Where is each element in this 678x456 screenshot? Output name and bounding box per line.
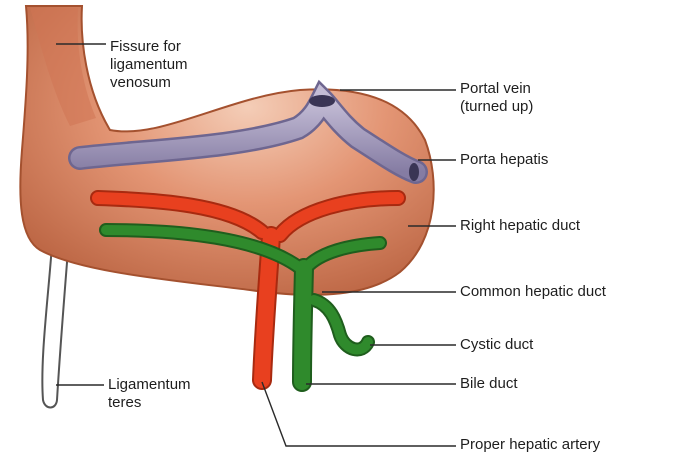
label-fissure: Fissure for ligamentum venosum <box>110 38 188 92</box>
label-portal-vein: Portal vein (turned up) <box>460 80 533 116</box>
label-right-hepatic-duct: Right hepatic duct <box>460 217 580 235</box>
label-ligamentum-teres-line-2: teres <box>108 394 191 412</box>
leader-proper-hepatic-artery <box>262 382 456 446</box>
label-porta-hepatis: Porta hepatis <box>460 151 548 169</box>
label-common-hepatic-duct: Common hepatic duct <box>460 283 606 301</box>
label-bile-duct: Bile duct <box>460 375 518 393</box>
label-ligamentum-teres-line-1: Ligamentum <box>108 376 191 394</box>
label-portal-vein-line-1: Portal vein <box>460 80 533 98</box>
label-ligamentum-teres: Ligamentum teres <box>108 376 191 412</box>
label-proper-hepatic-artery: Proper hepatic artery <box>460 436 600 454</box>
label-portal-vein-line-2: (turned up) <box>460 98 533 116</box>
ligamentum-teres-shape <box>42 245 68 408</box>
label-cystic-duct: Cystic duct <box>460 336 533 354</box>
label-fissure-line-1: Fissure for <box>110 38 188 56</box>
label-fissure-line-2: ligamentum <box>110 56 188 74</box>
label-fissure-line-3: venosum <box>110 74 188 92</box>
